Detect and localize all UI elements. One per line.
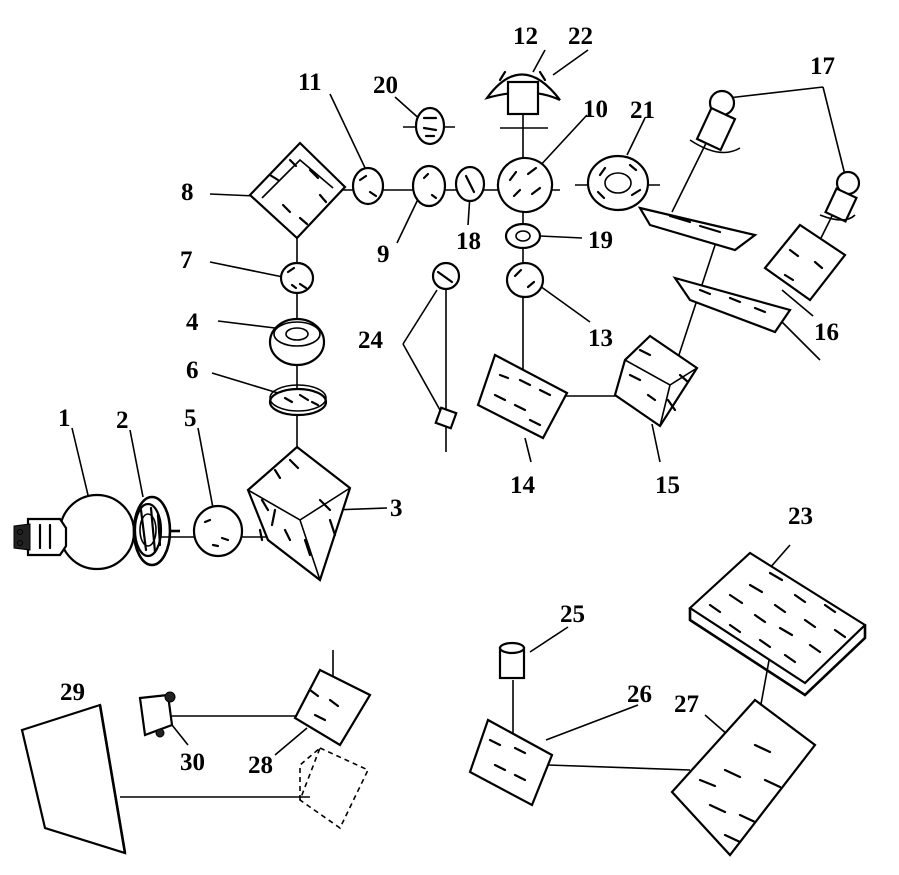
lens-7 — [279, 261, 315, 295]
leader-lines — [64, 49, 846, 758]
plate-23 — [688, 551, 867, 697]
label-22: 22 — [568, 23, 593, 50]
disk-6 — [268, 384, 328, 417]
label-29: 29 — [60, 679, 85, 706]
label-3: 3 — [390, 495, 403, 522]
label-7: 7 — [180, 247, 193, 274]
label-21: 21 — [630, 97, 655, 124]
label-24: 24 — [358, 327, 384, 354]
lens-5 — [192, 504, 244, 558]
diaphragm-2 — [132, 495, 180, 567]
prism-14 — [476, 353, 569, 440]
label-11: 11 — [298, 69, 322, 96]
label-4: 4 — [186, 309, 199, 336]
cube-prism-3 — [246, 445, 352, 582]
label-14: 14 — [510, 472, 536, 499]
prism-26 — [468, 718, 554, 807]
label-5: 5 — [184, 405, 197, 432]
label-19: 19 — [588, 227, 613, 254]
label-9: 9 — [377, 241, 390, 268]
label-8: 8 — [181, 179, 194, 206]
label-16: 16 — [814, 319, 839, 346]
label-25: 25 — [560, 601, 585, 628]
lens-13 — [505, 261, 545, 299]
prism-16 — [672, 223, 847, 334]
label-1: 1 — [58, 405, 71, 432]
label-15: 15 — [655, 472, 680, 499]
label-23: 23 — [788, 503, 813, 530]
label-27: 27 — [674, 691, 699, 718]
eyepiece-12 — [484, 70, 561, 116]
prism-27 — [670, 698, 817, 857]
label-2: 2 — [116, 407, 129, 434]
label-17: 17 — [810, 53, 835, 80]
element-24 — [431, 261, 461, 430]
label-26: 26 — [627, 681, 652, 708]
prism-28 — [293, 668, 372, 830]
lamp-1 — [13, 493, 136, 571]
lens-19 — [504, 222, 542, 250]
lens-10 — [496, 156, 554, 214]
ring-4 — [268, 317, 326, 367]
screen-29 — [20, 703, 127, 855]
lens-11 — [351, 166, 385, 206]
label-20: 20 — [373, 72, 398, 99]
optical-axes — [20, 114, 846, 798]
label-6: 6 — [186, 357, 199, 384]
camera-30 — [138, 691, 176, 738]
cube-prism-15 — [613, 334, 699, 428]
label-10: 10 — [583, 96, 608, 123]
prism-8 — [248, 141, 347, 240]
lens-18 — [454, 165, 486, 203]
ring-21 — [586, 154, 650, 212]
label-12: 12 — [513, 23, 538, 50]
element-20 — [403, 106, 455, 146]
eyepiece-25 — [498, 641, 526, 680]
label-30: 30 — [180, 749, 205, 776]
label-18: 18 — [456, 228, 481, 255]
label-13: 13 — [588, 325, 613, 352]
eyepiece-17 — [637, 89, 861, 252]
lens-9 — [411, 164, 447, 208]
label-28: 28 — [248, 752, 273, 779]
part-number-labels: 1 2 5 3 6 4 7 8 11 20 9 18 12 22 10 21 1… — [58, 23, 839, 779]
